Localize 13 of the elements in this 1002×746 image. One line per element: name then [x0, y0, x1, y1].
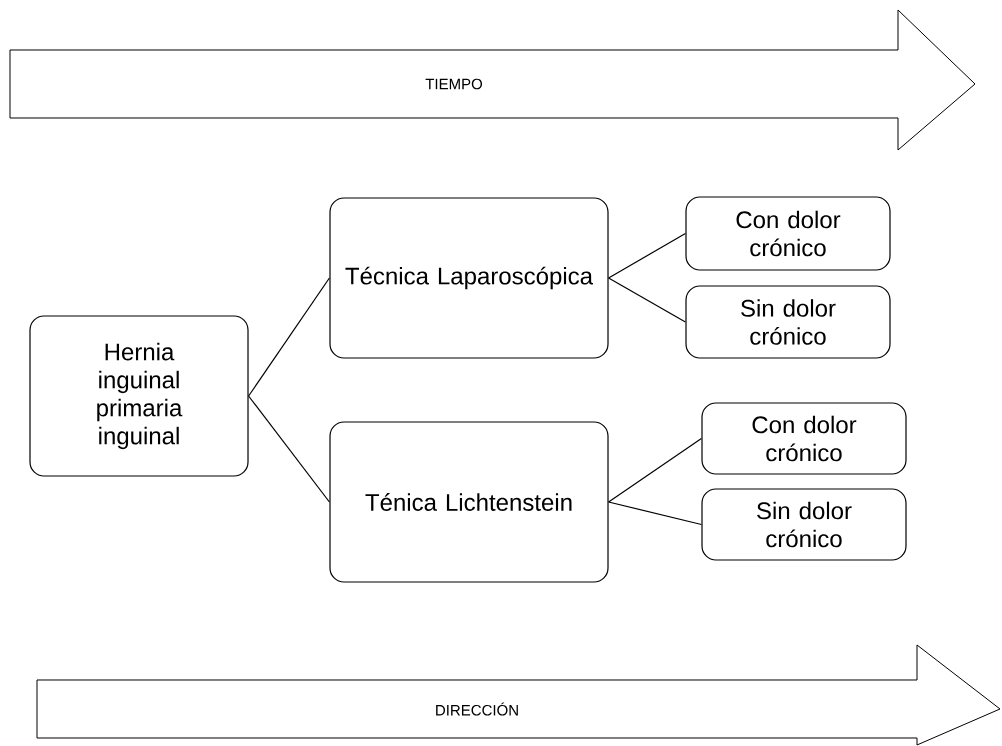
rounded-box: Sin dolor crónico	[685, 285, 891, 359]
connector-line	[248, 277, 330, 397]
connector-line	[608, 437, 702, 503]
rounded-box: Ténica Lichtenstein	[329, 421, 609, 583]
rounded-box: Sin dolor crónico	[701, 488, 907, 561]
rounded-box: Con dolor crónico	[701, 402, 907, 475]
connector-line	[248, 395, 330, 503]
connector-line	[608, 232, 686, 279]
rounded-box: Con dolor crónico	[685, 196, 891, 271]
rounded-box: Técnica Laparoscópica	[329, 197, 609, 359]
connector-line	[608, 277, 686, 323]
connector-line	[608, 501, 702, 526]
rounded-box: Hernia inguinal primaria inguinal	[29, 315, 249, 477]
